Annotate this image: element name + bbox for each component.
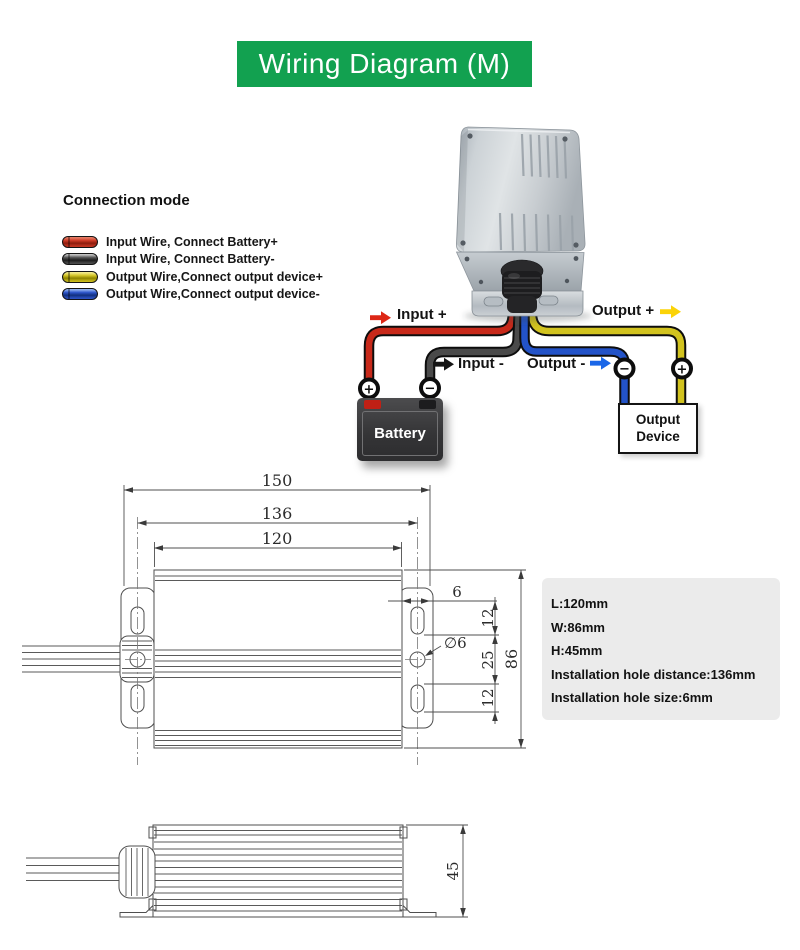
legend-label: Input Wire, Connect Battery- <box>106 252 275 267</box>
minus-icon: − <box>619 362 630 377</box>
yellow-wire-swatch-icon <box>62 270 98 283</box>
legend-label: Output Wire,Connect output device+ <box>106 269 323 284</box>
title-banner: Wiring Diagram (M) <box>237 41 532 87</box>
battery-panel: Battery <box>362 411 438 456</box>
side-view-body <box>152 824 404 918</box>
legend-item-output-negative: Output Wire,Connect output device- <box>62 286 323 304</box>
side-view-drawing: 45 <box>26 824 468 918</box>
dim-text-120: 120 <box>262 529 293 548</box>
input-negative-wire <box>424 300 525 399</box>
output-plus-arrow-icon <box>660 305 681 319</box>
wires <box>363 300 687 409</box>
dim-text-86: 86 <box>502 649 521 669</box>
minus-icon: − <box>425 382 436 397</box>
input-minus-arrow-icon <box>433 357 454 371</box>
output-positive-label: Output + <box>592 302 655 319</box>
battery-negative-terminal: − <box>419 377 441 399</box>
red-wire-swatch-icon <box>62 235 98 248</box>
dim-body-length: 120 <box>154 529 402 567</box>
dim-right-chain: 12 25 12 <box>424 597 499 724</box>
end-face-screws <box>464 256 579 285</box>
side-gland-threads <box>125 848 149 896</box>
top-view-wires <box>22 645 121 673</box>
dim-hole-diameter: ∅6 <box>425 634 467 656</box>
legend-label: Input Wire, Connect Battery+ <box>106 234 278 249</box>
spec-length: L:120mm <box>551 596 609 611</box>
wire-legend: Input Wire, Connect Battery+ Input Wire,… <box>62 233 323 303</box>
dim-overall-length: 150 <box>123 471 431 586</box>
output-device-label: Output Device <box>635 411 681 444</box>
dim-ear-offset: 6 <box>388 583 497 604</box>
dim-text-136: 136 <box>262 504 293 523</box>
dim-overall-width: 86 <box>404 569 526 749</box>
device-ridges-lower <box>498 212 575 252</box>
top-view-drawing: 150 136 120 6 <box>22 471 526 765</box>
input-negative-label: Input - <box>458 355 504 372</box>
battery: Battery <box>357 398 443 461</box>
blue-wire-swatch-icon <box>62 288 98 301</box>
device-photo <box>455 126 592 322</box>
spec-width: W:86mm <box>551 619 605 635</box>
legend-item-input-positive: Input Wire, Connect Battery+ <box>62 233 323 251</box>
flow-arrows <box>370 305 681 371</box>
dim-height: 45 <box>406 824 468 918</box>
black-wire-swatch-icon <box>62 253 98 266</box>
spec-height: H:45mm <box>551 643 603 658</box>
bracket-slot-left <box>483 296 504 307</box>
input-plus-arrow-icon <box>370 311 391 325</box>
spec-box: L:120mm W:86mm H:45mm Installation hole … <box>542 578 780 720</box>
bracket-slot-right <box>538 295 559 306</box>
battery-black-terminal <box>419 400 436 409</box>
dim-text-150: 150 <box>262 471 293 490</box>
legend-item-output-positive: Output Wire,Connect output device+ <box>62 268 323 286</box>
device-top-highlight <box>467 128 571 134</box>
cable-gland <box>500 259 544 313</box>
dim-text-25: 25 <box>479 650 497 669</box>
connection-mode-heading: Connection mode <box>63 192 190 209</box>
spec-hole-size: Installation hole size:6mm <box>551 690 713 705</box>
battery-label: Battery <box>374 425 426 442</box>
dim-text-6: 6 <box>452 583 462 601</box>
side-view-tabs <box>148 826 408 911</box>
side-view-ribs <box>154 830 402 912</box>
dim-hole-distance: 136 <box>137 504 418 526</box>
plus-icon: + <box>677 363 688 378</box>
device-ridges-upper <box>520 133 568 179</box>
input-positive-label: Input + <box>397 306 447 323</box>
top-view-ribs <box>155 575 401 746</box>
battery-positive-terminal: + <box>358 377 380 400</box>
device-top-face <box>456 126 586 253</box>
output-device: Output Device <box>618 403 698 454</box>
legend-item-input-negative: Input Wire, Connect Battery- <box>62 251 323 269</box>
plus-icon: + <box>364 383 375 398</box>
legend-label: Output Wire,Connect output device- <box>106 287 320 302</box>
dim-text-45: 45 <box>444 861 462 880</box>
centerlines <box>125 517 431 765</box>
output-minus-arrow-icon <box>590 356 611 370</box>
device-left-shade <box>456 130 468 252</box>
dim-text-hole-dia: ∅6 <box>444 634 467 652</box>
spec-hole-distance: Installation hole distance:136mm <box>551 666 756 682</box>
dim-text-12-top: 12 <box>479 608 497 627</box>
device-screws <box>460 133 579 248</box>
output-negative-label: Output - <box>527 355 586 372</box>
page-title: Wiring Diagram (M) <box>258 48 511 79</box>
output-negative-terminal: − <box>613 357 636 380</box>
dim-text-12-bottom: 12 <box>479 688 497 707</box>
input-positive-wire <box>363 300 520 400</box>
terminals: + − − + <box>358 357 693 400</box>
side-view-wires <box>26 857 119 881</box>
top-view-body <box>153 569 403 749</box>
output-positive-wire <box>524 300 687 409</box>
battery-red-terminal <box>364 400 381 409</box>
output-positive-terminal: + <box>671 357 693 380</box>
gland-threads <box>122 640 152 678</box>
